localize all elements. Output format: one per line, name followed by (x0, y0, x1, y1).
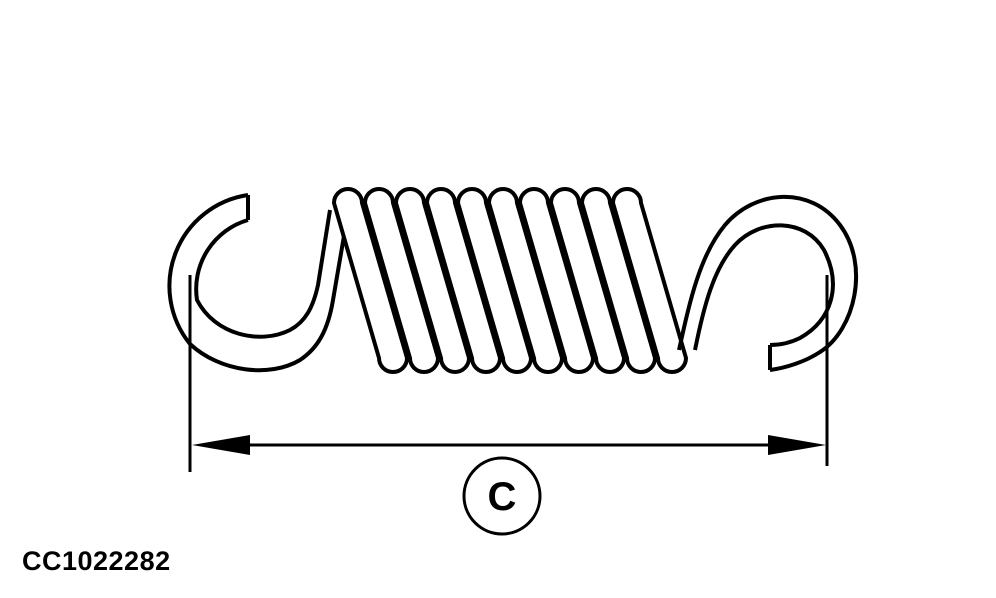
left-hook (167, 193, 347, 373)
right-hook-outer (677, 194, 859, 372)
callout-c: C (462, 456, 542, 536)
spring-coil (394, 187, 471, 374)
spring-coil (487, 187, 564, 374)
right-hook-inner (693, 223, 835, 351)
arrowhead-left-icon (192, 435, 250, 455)
spring-coil (332, 187, 409, 374)
left-hook-inner (194, 209, 332, 339)
spring-coil (456, 187, 533, 374)
spring-coil (425, 187, 502, 374)
spring-coil (580, 187, 657, 374)
callout-label: C (488, 475, 517, 519)
right-hook (677, 194, 859, 372)
spring-coil (518, 187, 595, 374)
spring-coil (363, 187, 440, 374)
callout-circle (462, 456, 542, 536)
spring-coil (549, 187, 626, 374)
spring-coils (332, 187, 688, 374)
spring-coil (611, 187, 688, 374)
arrowhead-right-icon (768, 435, 826, 455)
figure-id: CC1022282 (22, 546, 171, 576)
